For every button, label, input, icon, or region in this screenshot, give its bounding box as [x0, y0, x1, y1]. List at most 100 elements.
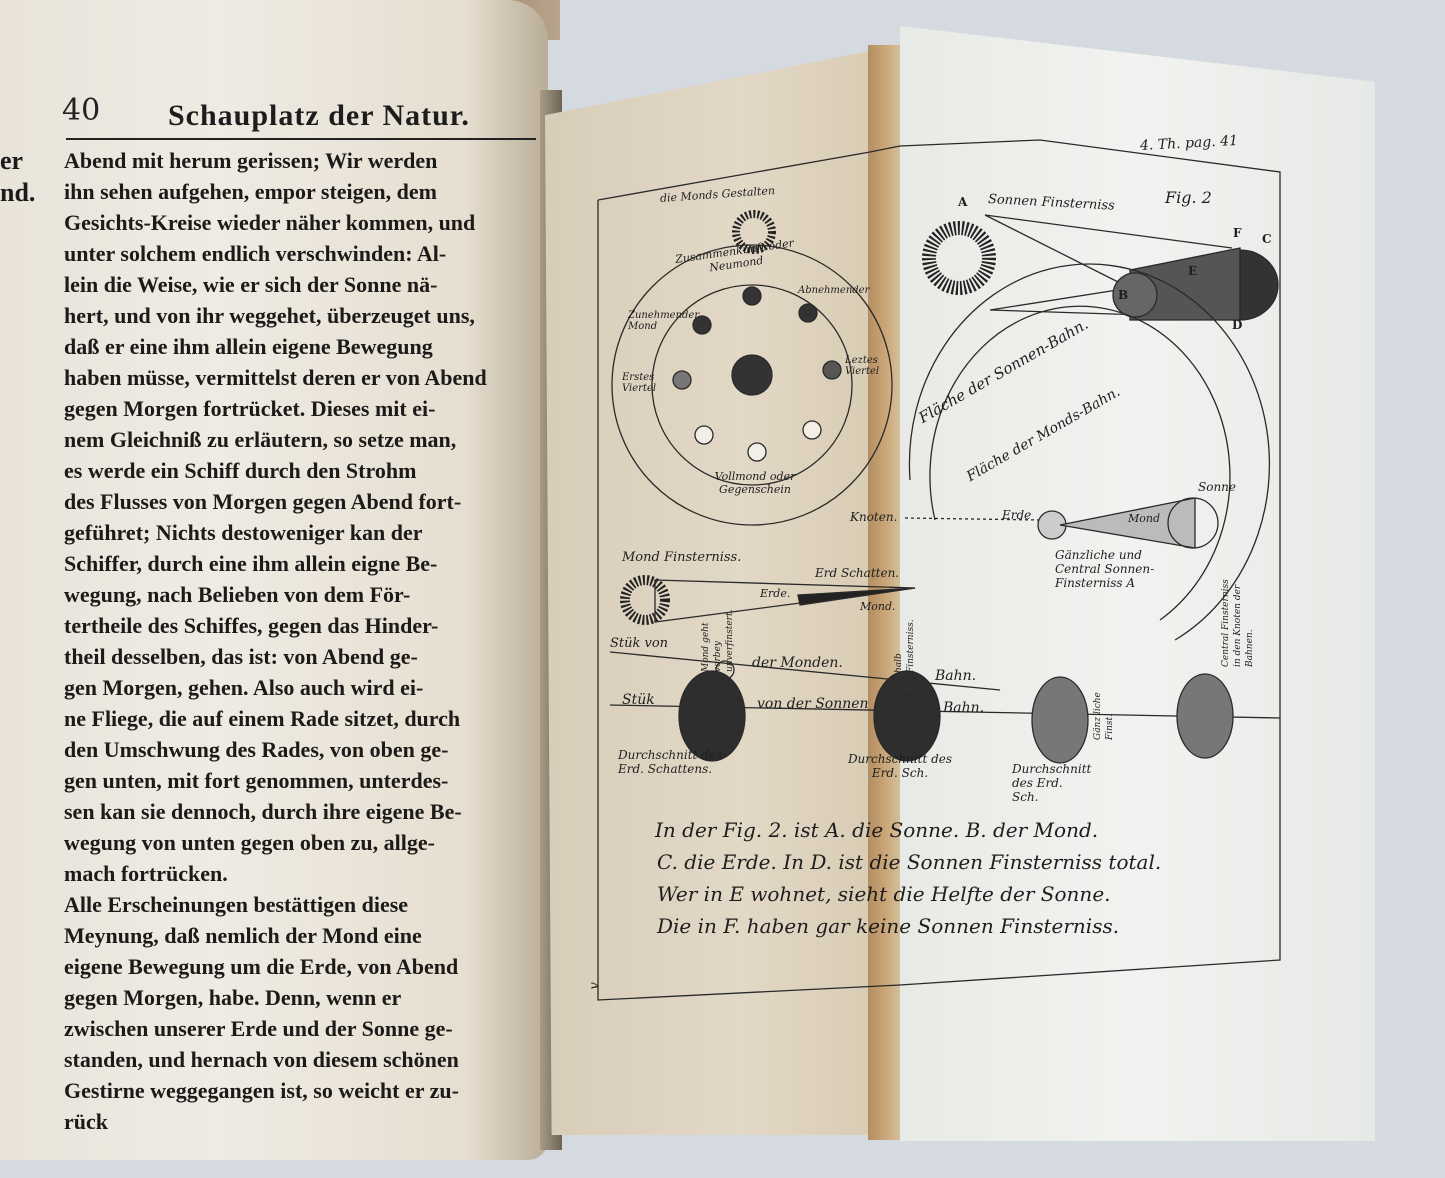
moon-b: [1112, 272, 1158, 318]
text-line: gen Morgen, gehen. Also auch wird ei-: [64, 675, 424, 700]
half-eclipse-label: halb Finsterniss.: [894, 619, 916, 673]
node-label: Knoten.: [850, 510, 898, 524]
moon-path-label-b: der Monden.: [752, 655, 843, 671]
sun-orbit-plane: [908, 263, 1271, 641]
lunar-eclipse-title: Mond Finsterniss.: [622, 550, 742, 565]
text-line: unter solchem endlich verschwinden: Al-: [64, 241, 447, 266]
page-number: 40: [62, 93, 101, 128]
text-line: tertheile des Schiffes, gegen das Hinder…: [64, 613, 439, 638]
central-nodes-label: Central Finsterniss in den Knoten der Ba…: [1221, 579, 1255, 667]
earth-shadow-section: [873, 670, 941, 762]
text-line: Meynung, daß nemlich der Mond eine: [64, 923, 422, 948]
moon-orbit-plane: [929, 305, 1231, 621]
point-e: E: [1188, 264, 1198, 278]
eclipse-rays: [984, 214, 1236, 319]
moon-label: Mond: [1128, 512, 1161, 525]
waxing-label: Zunehmender Mond: [628, 310, 700, 332]
shadow-cone: [1059, 497, 1196, 549]
foldout-right-panel: [900, 26, 1375, 1141]
text-line: theil desselben, das ist: von Abend ge-: [64, 644, 418, 669]
passes-by-label: Mond geht vorbey unverfinstert.: [701, 609, 735, 672]
earth-shadow-section: [1031, 676, 1089, 764]
sun-path-label-b: von der Sonnen: [757, 696, 869, 712]
text-line: lein die Weise, wie er sich der Sonne nä…: [64, 272, 438, 297]
total-short-label: Gänz liche Finst.: [1093, 692, 1115, 740]
text-line: Gestirne weggegangen ist, so weicht er z…: [64, 1078, 459, 1103]
corner-mark: v: [587, 982, 603, 990]
text-line: gen unten, mit fort genommen, unterdes-: [64, 768, 449, 793]
text-line: mach fortrücken.: [64, 861, 228, 886]
caption-line: Die in F. haben gar keine Sonnen Finster…: [657, 914, 1120, 938]
text-line: haben müsse, vermittelst deren er von Ab…: [64, 365, 487, 390]
sun-path-label-c: Bahn.: [943, 700, 985, 716]
text-line: Gesichts-Kreise wieder näher kommen, und: [64, 210, 476, 235]
margin-fragment: nd.: [0, 178, 36, 207]
lunar-earth-label: Erde.: [760, 587, 791, 600]
lunar-eclipse-rays: [654, 579, 916, 623]
section-label: Durchschnitt des Erd. Sch.: [847, 752, 953, 780]
caption-line: In der Fig. 2. ist A. die Sonne. B. der …: [655, 818, 1099, 842]
moon-phase-outer-circle: [611, 244, 893, 526]
text-line: zwischen unserer Erde und der Sonne ge-: [64, 1016, 453, 1041]
new-moon: [742, 286, 762, 306]
caption-line: C. die Erde. In D. ist die Sonnen Finste…: [657, 850, 1162, 874]
first-quarter-moon: [672, 370, 692, 390]
header-rule: [66, 138, 536, 140]
last-quarter-label: Leztes Viertel: [845, 355, 880, 377]
plate-frame: [597, 139, 1281, 1001]
first-quarter-label: Erstes Viertel: [622, 372, 657, 394]
sun-icon: [732, 210, 776, 254]
text-line: geführet; Nichts destoweniger kan der: [64, 520, 423, 545]
total-eclipse-label: Gänzliche und Central Sonnen-Finsterniss…: [1055, 548, 1155, 590]
text-line: gegen Morgen, habe. Denn, wenn er: [64, 985, 402, 1010]
node-line: [904, 517, 1041, 521]
point-c: C: [1262, 232, 1272, 246]
lunar-moon-label: Mond.: [860, 600, 896, 613]
moon-half-eclipse: [897, 674, 919, 696]
section-label: Durchschnitt des Erd. Sch.: [1012, 762, 1092, 804]
text-line: Abend mit herum gerissen; Wir werden: [64, 148, 438, 173]
point-b: B: [1118, 288, 1129, 302]
full-moon-label: Vollmond oder Gegenschein: [714, 470, 796, 496]
text-line: eigene Bewegung um die Erde, von Abend: [64, 954, 459, 979]
text-line: sen kan sie dennoch, durch ihre eigene B…: [64, 799, 462, 824]
sun-label: Sonne: [1198, 480, 1237, 494]
gibbous-moon: [802, 420, 822, 440]
earth-shadow-label: Erd Schatten.: [815, 566, 900, 580]
foldout-left-panel: [545, 50, 875, 1135]
point-f: F: [1233, 226, 1242, 240]
moon-path-label-a: Stük von: [610, 636, 669, 651]
earth-globe: [731, 354, 773, 396]
caption-line: Wer in E wohnet, sieht die Helfte der So…: [657, 882, 1111, 906]
text-line: gegen Morgen fortrücket. Dieses mit ei-: [64, 396, 436, 421]
text-line: den Umschwung des Rades, von oben ge-: [64, 737, 449, 762]
text-line: ne Fliege, die auf einem Rade sitzet, du…: [64, 706, 461, 731]
text-line: es werde ein Schiff durch den Strohm: [64, 458, 417, 483]
text-line: Schiffer, durch eine ihm allein eigne Be…: [64, 551, 438, 576]
text-line: standen, und hernach von diesem schönen: [64, 1047, 459, 1072]
fig-label: Fig. 2: [1165, 188, 1212, 207]
left-page: [0, 0, 548, 1160]
point-a: A: [958, 195, 968, 209]
earth-shadow: [797, 587, 916, 606]
text-line: ihn sehen aufgehen, empor steigen, dem: [64, 179, 437, 204]
moon-path-line: [609, 651, 1001, 691]
text-line: Alle Erscheinungen bestättigen diese: [64, 892, 409, 917]
text-line: nem Gleichniß zu erläutern, so setze man…: [64, 427, 457, 452]
text-line: daß er eine ihm allein eigene Bewegung: [64, 334, 433, 359]
earth-shadow-section: [678, 670, 746, 762]
sun-icon: [620, 575, 670, 625]
text-line: wegung von unten gegen oben zu, allge-: [64, 830, 435, 855]
sun-icon: [922, 221, 996, 295]
earth-c: [1239, 249, 1279, 321]
earth-label: Erde: [1002, 508, 1032, 522]
running-head: Schauplatz der Natur.: [168, 99, 470, 132]
text-line: wegung, nach Belieben von dem För-: [64, 582, 411, 607]
text-line: rück: [64, 1109, 108, 1134]
text-line: hert, und von ihr weggehet, überzeuget u…: [64, 303, 475, 328]
waxing-moon: [692, 315, 712, 335]
point-d: D: [1232, 318, 1243, 332]
text-line: des Flusses von Morgen gegen Abend fort-: [64, 489, 462, 514]
last-quarter-moon: [822, 360, 842, 380]
